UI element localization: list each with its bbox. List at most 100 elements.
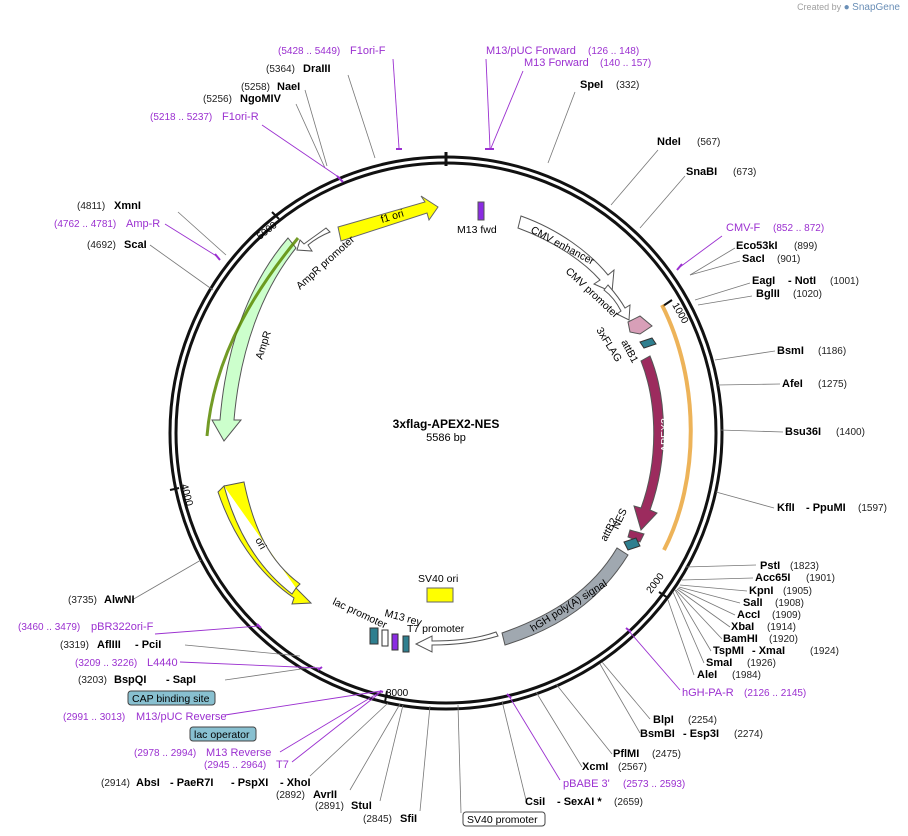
primer-cmv-f[interactable]: CMV-F(852 .. 872) [726,222,824,234]
sv40-ori-box[interactable] [426,587,454,603]
primer-f1ori-r[interactable]: (5218 .. 5237)F1ori-R [150,111,259,123]
enzyme-blpi[interactable]: BlpI(2254) [653,714,717,726]
enzyme-bglii[interactable]: BglII(1020) [756,288,822,300]
enzyme-afei[interactable]: AfeI(1275) [782,378,847,390]
primer-t7[interactable]: (2945 .. 2964)T7 [204,759,289,771]
m13-fwd-marker[interactable] [477,201,485,221]
svg-text:(1914): (1914) [767,622,796,633]
enzyme-sfii[interactable]: SfiI(2845) [363,813,417,825]
primer-amp-r[interactable]: (4762 .. 4781)Amp-R [54,218,160,230]
svg-text:(2945 .. 2964): (2945 .. 2964) [204,760,266,771]
enzyme-spei[interactable]: SpeI(332) [580,79,639,91]
primer-m13puc-reverse[interactable]: (2991 .. 3013)M13/pUC Reverse [63,711,226,723]
primer-f1ori-f[interactable]: (5428 .. 5449)F1ori-F [278,45,386,57]
primer-m13puc-forward[interactable]: M13/pUC Forward(126 .. 148) [486,45,639,57]
enzyme-tspmi[interactable]: TspMI- XmaI(1924) [713,645,839,657]
primer-m13-reverse[interactable]: (2978 .. 2994)M13 Reverse [134,747,271,759]
svg-text:- Esp3I: - Esp3I [683,728,719,740]
enzyme-stui[interactable]: StuI(2891) [315,800,372,812]
ori-label: ori [252,536,268,552]
enzyme-ndei[interactable]: NdeI(567) [657,136,720,148]
ori-arrow[interactable] [217,481,313,605]
enzyme-alwni[interactable]: (3735)AlwNI [68,594,135,606]
svg-text:(5258): (5258) [241,82,270,93]
enzyme-acc65i[interactable]: Acc65I(1901) [755,572,835,584]
enzyme-eco53ki[interactable]: Eco53kI(899) [736,240,817,252]
sv40-promoter-box[interactable]: SV40 promoter [462,811,546,827]
attb1-marker[interactable] [639,337,657,349]
enzyme-xcmi[interactable]: XcmI(2567) [582,761,647,773]
enzyme-smai[interactable]: SmaI(1926) [706,657,776,669]
enzyme-bsmi[interactable]: BsmI(1186) [777,345,846,357]
apex2-arrow[interactable] [633,355,664,531]
ampr-promoter-arrow[interactable] [296,227,331,252]
svg-text:3000: 3000 [386,688,409,699]
enzyme-avrii[interactable]: AvrII(2892) [276,789,337,801]
m13-fwd-label: M13 fwd [457,224,497,236]
ampr-arrow[interactable] [211,237,297,442]
enzyme-xmni[interactable]: (4811)XmnI [77,200,141,212]
svg-text:- PaeR7I: - PaeR7I [170,777,213,789]
nes-marker[interactable] [627,529,645,543]
svg-text:(5428 .. 5449): (5428 .. 5449) [278,46,340,57]
svg-text:EagI: EagI [752,275,775,287]
f1-ori-arrow[interactable] [337,195,439,242]
enzyme-saci[interactable]: SacI(901) [742,253,800,265]
primer-pbr322ori-f[interactable]: (3460 .. 3479)pBR322ori-F [18,621,154,633]
enzyme-psti[interactable]: PstI(1823) [760,560,819,572]
leader-lines [131,74,784,814]
sv40-promoter-arrow[interactable] [414,631,499,653]
enzyme-kfli[interactable]: KflI- PpuMI(1597) [777,502,887,514]
svg-text:- SexAI *: - SexAI * [557,796,602,808]
svg-text:(1924): (1924) [810,646,839,657]
svg-text:SV40 promoter: SV40 promoter [467,814,538,826]
enzyme-acci[interactable]: AccI(1909) [737,609,801,621]
ampr-label: AmpR [253,329,274,361]
enzyme-xbai[interactable]: XbaI(1914) [731,621,796,633]
3xflag-arrow[interactable] [627,315,653,335]
enzyme-bsu36i[interactable]: Bsu36I(1400) [785,426,865,438]
primer-m13-forward[interactable]: M13 Forward(140 .. 157) [524,57,651,69]
enzyme-ngomiv[interactable]: (5256)NgoMIV [203,93,282,105]
svg-text:(1186): (1186) [818,346,846,357]
svg-text:pBR322ori-F: pBR322ori-F [91,621,154,633]
cap-marker[interactable] [369,627,379,645]
enzyme-pflmi[interactable]: PflMI(2475) [613,748,681,760]
hgh-polya-arrow[interactable] [501,547,629,646]
enzyme-snabi[interactable]: SnaBI(673) [686,166,756,178]
credit-brand: SnapGene [852,2,900,13]
svg-text:(1597): (1597) [858,503,887,514]
primer-l4440[interactable]: (3209 .. 3226)L4440 [75,657,178,669]
enzyme-draiii[interactable]: (5364)DraIII [266,63,331,75]
enzyme-afliii[interactable]: (3319)AflIII- PciI [60,639,161,651]
cap-binding-site-box[interactable]: CAP binding site [127,690,216,706]
svg-text:(2573 .. 2593): (2573 .. 2593) [623,779,685,790]
enzyme-eagi[interactable]: EagI- NotI(1001) [752,275,859,287]
cmv-promoter-arrow[interactable] [603,284,631,321]
enzyme-scai[interactable]: (4692)ScaI [87,239,147,251]
enzyme-bspqi[interactable]: (3203)BspQI- SapI [78,674,196,686]
enzyme-alei[interactable]: AleI(1984) [697,669,761,681]
enzyme-kpni[interactable]: KpnI(1905) [749,585,812,597]
attb2-marker[interactable] [623,537,641,551]
lac-operator-marker[interactable] [381,629,389,647]
svg-text:AbsI: AbsI [136,777,160,789]
svg-text:Bsu36I: Bsu36I [785,426,821,438]
m13-rev-marker[interactable] [391,633,399,651]
svg-text:KpnI: KpnI [749,585,773,597]
enzyme-absi[interactable]: (2914)AbsI- PaeR7I- PspXI- XhoI [101,777,311,789]
primer-hgh-pa-r[interactable]: hGH-PA-R(2126 .. 2145) [682,687,806,699]
enzyme-bsmbi[interactable]: BsmBI- Esp3I(2274) [640,728,763,740]
svg-text:(4762 .. 4781): (4762 .. 4781) [54,219,116,230]
enzyme-sali[interactable]: SalI(1908) [743,597,804,609]
svg-text:(2845): (2845) [363,814,392,825]
lac-operator-box[interactable]: lac operator [189,726,257,742]
primer-pbabe3[interactable]: pBABE 3'(2573 .. 2593) [563,778,685,790]
enzyme-naei[interactable]: (5258)NaeI [241,81,300,93]
tick-3000: 3000 [384,688,409,703]
enzyme-bamhi[interactable]: BamHI(1920) [723,633,798,645]
t7-promoter-marker[interactable] [402,635,410,653]
enzyme-csii[interactable]: CsiI- SexAI *(2659) [525,796,643,808]
primer-leader-lines [154,58,723,781]
